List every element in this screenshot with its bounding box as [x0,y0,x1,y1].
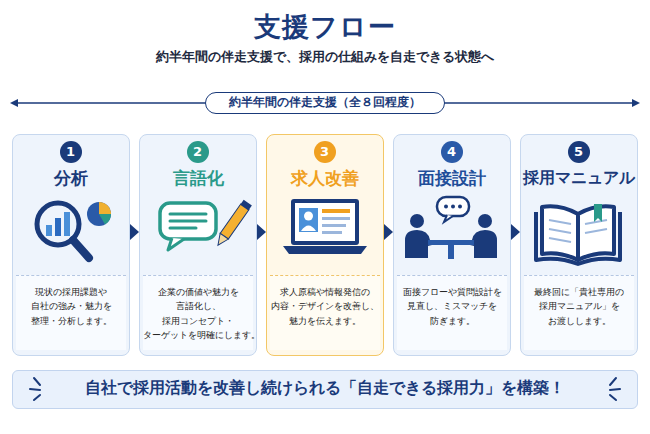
card-heading: 面接設計 [394,166,510,190]
duration-pill: 約半年間の伴走支援（全８回程度） [205,92,445,114]
step-card: 求人改善求人原稿や情報発信の 内容・デザインを改善し、 魅力を伝えます。 3 [266,134,384,356]
card-description: 企業の価値や魅力を 言語化し、採用コンセプト・ ターゲットを明確にします。 [143,275,253,350]
step-card: 言語化企業の価値や魅力を 言語化し、採用コンセプト・ ターゲットを明確にします。… [139,134,257,356]
step-number-text: 4 [441,141,463,163]
step-number-text: 1 [60,141,82,163]
step-number: 4 [441,141,463,163]
step-card: 採用マニュアル最終回に「貴社専用の 採用マニュアル」を お渡しします。 5 [520,134,638,356]
step-number: 2 [187,141,209,163]
card-description: 最終回に「貴社専用の 採用マニュアル」を お渡しします。 [524,275,634,350]
card-heading: 求人改善 [267,166,383,190]
flow-arrow [130,224,139,240]
step-number: 1 [60,141,82,163]
card-heading: 言語化 [140,166,256,190]
card-heading: 分析 [13,166,129,190]
step-number-text: 2 [187,141,209,163]
card-description: 面接フローや質問設計を 見直し、ミスマッチを 防ぎます。 [397,275,507,350]
flow-arrow [257,224,266,240]
subtitle: 約半年間の伴走支援で、採用の仕組みを自走できる状態へ [0,47,650,67]
arrow-head [511,224,520,240]
duration-text: 約半年間の伴走支援（全８回程度） [206,93,444,112]
step-card: 面接設計面接フローや質問設計を 見直し、ミスマッチを 防ぎます。 4 [393,134,511,356]
step-number: 3 [314,141,336,163]
flow-arrow [384,224,393,240]
goal-text: 自社で採用活動を改善し続けられる「自走できる採用力」を構築！ [13,371,637,406]
card-description: 現状の採用課題や 自社の強み・魅力を 整理・分析します。 [16,275,126,350]
card-description: 求人原稿や情報発信の 内容・デザインを改善し、 魅力を伝えます。 [270,275,380,350]
goal-band: 自社で採用活動を改善し続けられる「自走できる採用力」を構築！ [12,370,638,409]
step-card: 分析現状の採用課題や 自社の強み・魅力を 整理・分析します。 1 [12,134,130,356]
step-number-text: 5 [568,141,590,163]
step-number: 5 [568,141,590,163]
arrow-head [130,224,139,240]
step-number-text: 3 [314,141,336,163]
page-title: 支援フロー [0,10,650,44]
arrow-head [384,224,393,240]
arrow-head [257,224,266,240]
card-heading: 採用マニュアル [521,166,637,190]
flow-arrow [511,224,520,240]
